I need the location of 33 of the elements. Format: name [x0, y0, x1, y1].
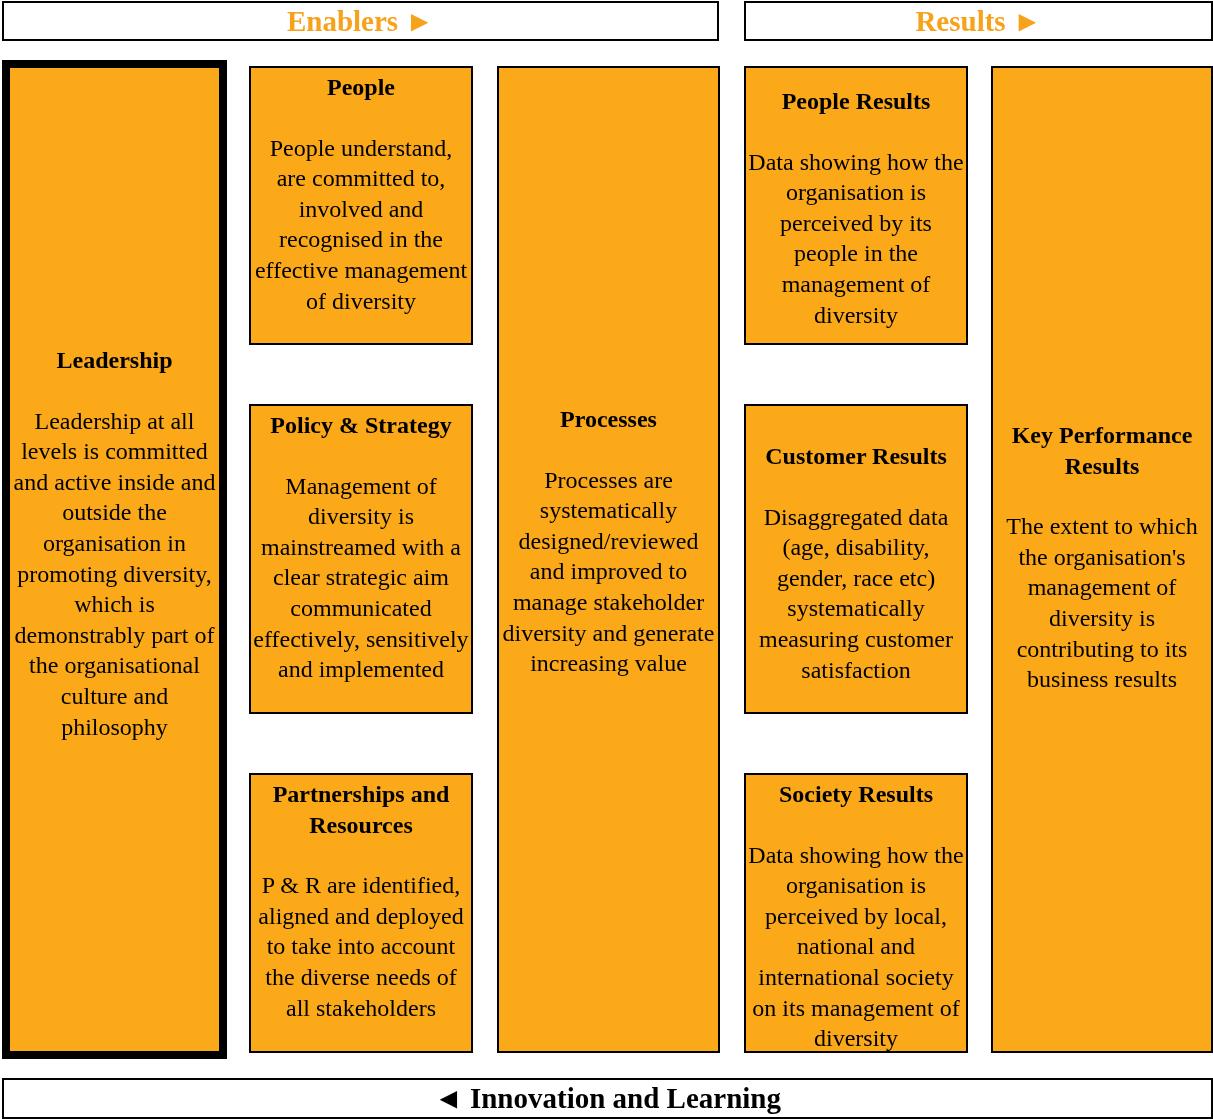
- box-heading: Processes: [560, 405, 657, 434]
- box-heading: People: [327, 73, 395, 102]
- box-heading: Leadership: [56, 346, 173, 375]
- results-header: [744, 1, 1213, 41]
- criterion-box: [249, 404, 473, 714]
- box-heading: Key Performance Results: [1010, 421, 1194, 481]
- criterion-box: [744, 773, 968, 1053]
- box-description: Processes are systematically designed/reviewed and improved to manage stakeholder diversity and generate increasing value: [501, 465, 716, 679]
- box-description: Management of diversity is mainstreamed with a clear strategic aim communicated effectively, sensitively and implemented: [253, 471, 469, 685]
- innovation-footer: [2, 1078, 1213, 1119]
- box-description: Disaggregated data (age, disability, gender, race etc) systematically measuring customer satisfaction: [758, 502, 954, 685]
- box-description: Data showing how the organisation is perceived by local, national and international society on its management of diversity: [748, 840, 964, 1054]
- criterion-box: [249, 66, 473, 345]
- criterion-box: [991, 66, 1213, 1053]
- box-description: Data showing how the organisation is perceived by its people in the management of diversity: [748, 147, 964, 330]
- box-heading: Society Results: [779, 780, 933, 809]
- criterion-box: [744, 66, 968, 345]
- criterion-box: [497, 66, 720, 1053]
- box-description: The extent to which the organisation's management of diversity is contributing to its business results: [1005, 512, 1199, 695]
- leadership-box: [2, 60, 227, 1059]
- band-title: Results ►: [915, 4, 1042, 39]
- criterion-box: [744, 404, 968, 714]
- enablers-header: [2, 1, 719, 41]
- box-heading: Customer Results: [765, 442, 947, 471]
- box-heading: Partnerships and Resources: [271, 780, 451, 840]
- box-description: People understand, are committed to, involved and recognised in the effective management of diversity: [253, 133, 469, 316]
- box-heading: People Results: [781, 87, 931, 116]
- box-description: P & R are identified, aligned and deployed to take into account the diverse needs of all stakeholders: [257, 871, 465, 1023]
- band-title: Enablers ►: [286, 4, 435, 39]
- criterion-box: [249, 773, 473, 1053]
- box-heading: Policy & Strategy: [270, 411, 452, 440]
- band-title: ◄ Innovation and Learning: [434, 1081, 781, 1116]
- box-description: Leadership at all levels is committed and active inside and outside the organisation in promoting diversity, which is demonstrably part of the organisational culture and philosophy: [12, 406, 217, 742]
